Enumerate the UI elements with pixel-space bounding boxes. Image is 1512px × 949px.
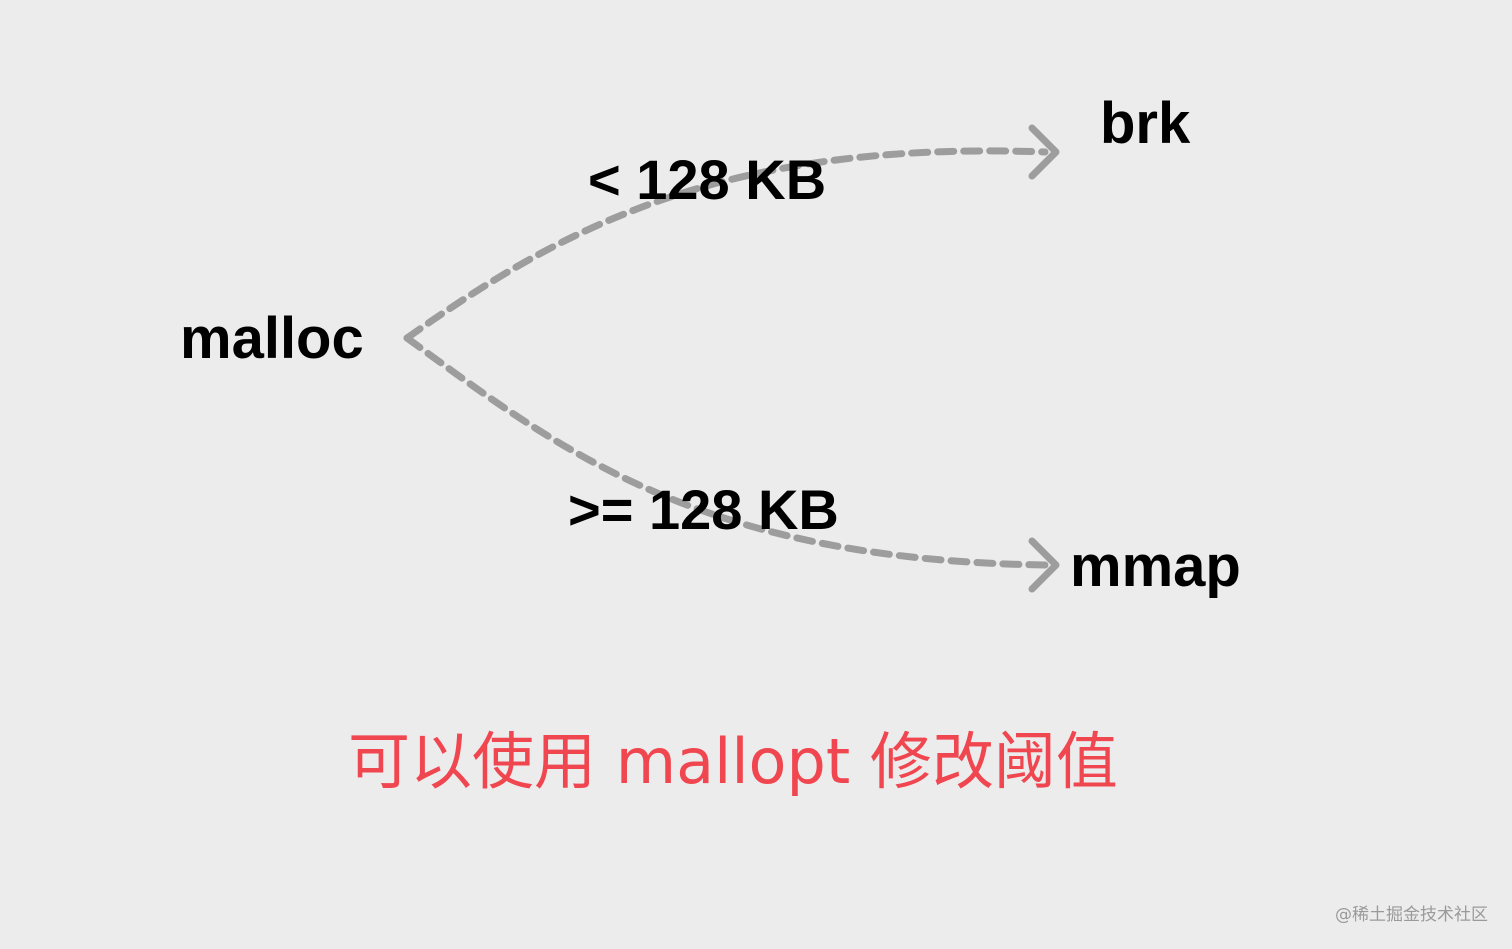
edge-label-mmap-condition: >= 128 KB xyxy=(568,478,839,541)
arrow-to-mmap xyxy=(403,334,1049,569)
node-brk: brk xyxy=(1100,91,1191,156)
mallopt-note: 可以使用 mallopt 修改阈值 xyxy=(348,725,1118,798)
arrow-to-brk xyxy=(403,147,1049,342)
node-mmap: mmap xyxy=(1070,534,1241,599)
node-malloc: malloc xyxy=(180,306,364,371)
arrowhead-brk-icon xyxy=(1028,124,1060,180)
arrowhead-mmap-icon xyxy=(1028,537,1060,593)
edge-label-brk-condition: < 128 KB xyxy=(588,148,827,211)
watermark: @稀土掘金技术社区 xyxy=(1335,905,1488,925)
